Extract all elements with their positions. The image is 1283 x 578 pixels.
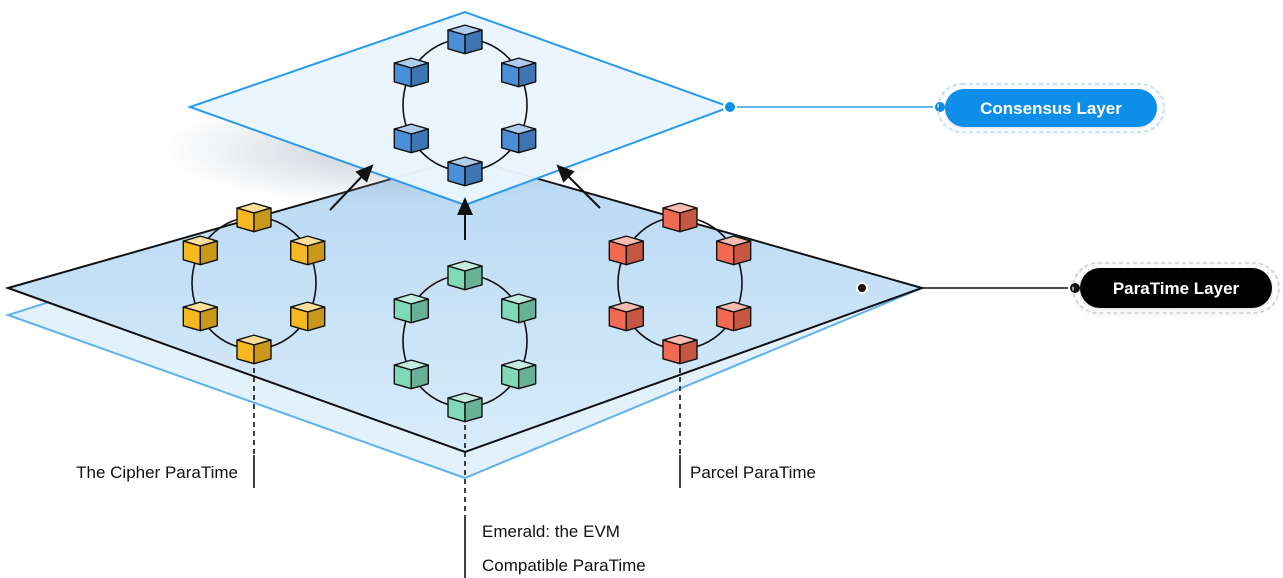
parcel-node-cube-4 — [662, 334, 698, 365]
arrow-parcel-to-consensus — [556, 164, 601, 209]
consensus-node-cube-1 — [447, 24, 483, 55]
consensus-badge-label: Consensus Layer — [980, 99, 1122, 118]
parcel-node-cube-1 — [662, 202, 698, 233]
cipher-node-cube-6 — [182, 235, 219, 266]
parcel-node-cube-2 — [715, 235, 752, 266]
parcel-node-cube-6 — [608, 235, 645, 266]
parcel-node-cube-3 — [715, 301, 752, 332]
consensus-connector-dot-right — [933, 100, 947, 114]
parcel-node-cube-5 — [608, 301, 645, 332]
emerald-node-cube-5 — [393, 359, 430, 390]
arrow-cipher-to-consensus — [329, 164, 374, 211]
consensus-node-cube-3 — [500, 123, 537, 154]
consensus-connector-dot-left — [723, 100, 737, 114]
consensus-node-cube-6 — [393, 57, 430, 88]
consensus-badge: Consensus Layer — [937, 83, 1165, 133]
caption-emerald-line2: Compatible ParaTime — [482, 556, 646, 575]
consensus-node-cube-4 — [447, 156, 483, 187]
cipher-node-cube-2 — [289, 235, 326, 266]
caption-cipher: The Cipher ParaTime — [76, 463, 238, 482]
cipher-node-cube-4 — [236, 334, 272, 365]
paratime-badge-label: ParaTime Layer — [1113, 279, 1240, 298]
paratime-connector-dot-left — [856, 282, 868, 294]
emerald-node-cube-6 — [393, 293, 430, 324]
cipher-node-cube-1 — [236, 202, 272, 233]
emerald-node-cube-3 — [500, 359, 537, 390]
emerald-node-cube-1 — [447, 260, 483, 291]
cipher-node-cube-5 — [182, 301, 219, 332]
emerald-node-cube-2 — [500, 293, 537, 324]
paratime-badge: ParaTime Layer — [1072, 262, 1280, 314]
consensus-node-cube-2 — [500, 57, 537, 88]
cipher-node-cube-3 — [289, 301, 326, 332]
emerald-node-cube-4 — [447, 392, 483, 423]
caption-emerald-line1: Emerald: the EVM — [482, 522, 620, 541]
paratime-connector-dot-right — [1068, 281, 1082, 295]
caption-parcel: Parcel ParaTime — [690, 463, 816, 482]
consensus-node-cube-5 — [393, 123, 430, 154]
